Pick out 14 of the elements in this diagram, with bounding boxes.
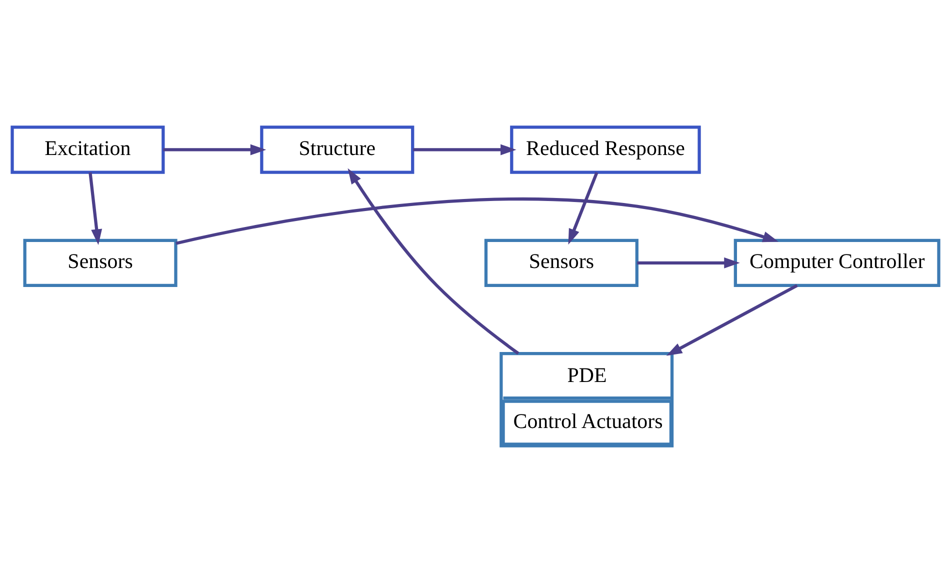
arrow	[568, 171, 598, 244]
node-box: Sensors	[484, 238, 638, 287]
node-box: Sensors	[23, 238, 178, 287]
arrow	[88, 172, 102, 244]
arrow	[413, 144, 516, 155]
node-box: Computer Controller	[734, 238, 940, 287]
arrow	[637, 256, 740, 268]
arrow	[666, 284, 798, 356]
arrow	[348, 168, 520, 354]
node-box: Reduced Response	[510, 125, 701, 174]
node-box: Structure	[260, 125, 414, 174]
arrow	[176, 197, 779, 244]
node-box: Excitation	[10, 125, 165, 174]
arrow	[163, 144, 266, 155]
